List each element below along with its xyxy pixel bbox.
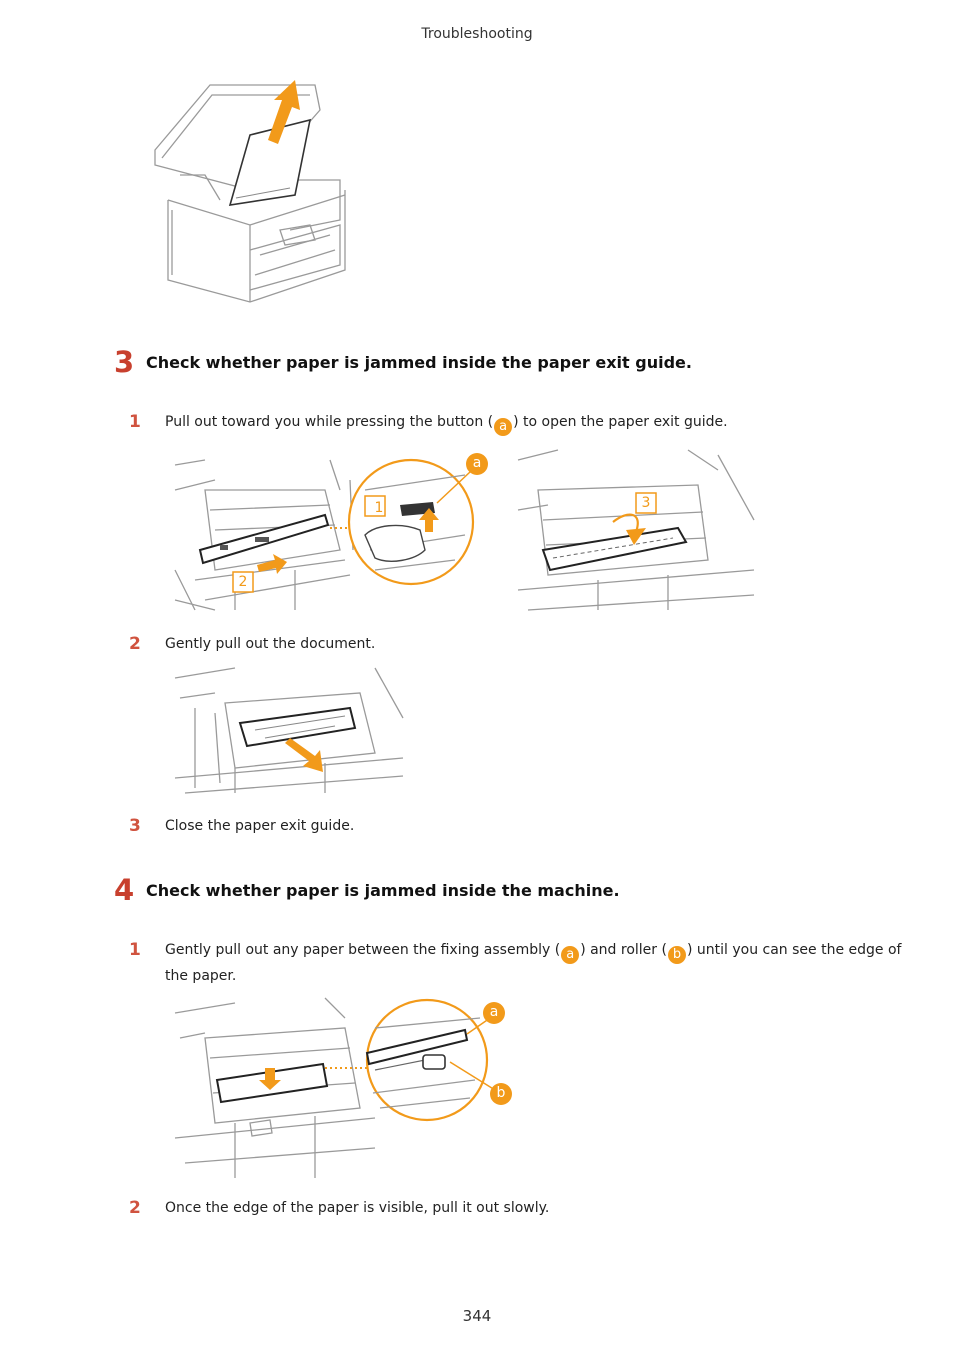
running-header: Troubleshooting: [421, 26, 533, 42]
substep-3-1-text: Pull out toward you while pressing the b…: [165, 410, 728, 436]
substep-3-1-text-after: ) to open the paper exit guide.: [513, 414, 728, 430]
fixing-assembly-badge: a: [561, 946, 580, 964]
substep-3-1-number: 1: [129, 412, 141, 432]
substep-4-1-text: Gently pull out any paper between the fi…: [165, 938, 901, 989]
substep-4-1-text-part1: Gently pull out any paper between the fi…: [165, 942, 561, 958]
roller-badge: b: [667, 946, 686, 964]
callout-a-marker: a: [466, 453, 488, 475]
fixing-assembly-illustration: [174, 997, 496, 1178]
printer-lid-open-illustration: [154, 80, 346, 303]
callout-label-1: 1: [374, 500, 384, 516]
substep-3-3-number: 3: [129, 816, 141, 836]
substep-3-3-text: Close the paper exit guide.: [165, 818, 355, 834]
step-3-number: 3: [114, 345, 135, 379]
step-4-title: Check whether paper is jammed inside the…: [146, 881, 620, 900]
step-4-number: 4: [114, 873, 135, 907]
substep-4-1-text-line2: the paper.: [165, 968, 237, 984]
substep-4-1-text-part2: ) and roller (: [580, 942, 667, 958]
callout-a-badge: a: [494, 418, 513, 436]
pull-document-illustration: [174, 667, 404, 794]
substep-3-2-text: Gently pull out the document.: [165, 636, 376, 652]
substep-4-1-text-part3: ) until you can see the edge of: [686, 942, 902, 958]
substep-4-2-number: 2: [129, 1198, 141, 1218]
substep-3-2-number: 2: [129, 634, 141, 654]
substep-4-1-number: 1: [129, 940, 141, 960]
step-3-title: Check whether paper is jammed inside the…: [146, 353, 692, 372]
callout-label-3: 3: [641, 495, 651, 511]
paper-exit-guide-illustration: [174, 458, 475, 611]
callout-b-marker-roller: b: [490, 1083, 512, 1105]
substep-3-1-text-before: Pull out toward you while pressing the b…: [165, 414, 494, 430]
exit-guide-rotate-illustration: [517, 449, 755, 611]
page-number: 344: [462, 1307, 492, 1325]
substep-4-2-text: Once the edge of the paper is visible, p…: [165, 1200, 550, 1216]
callout-label-2: 2: [238, 574, 248, 590]
callout-a-marker-fixing: a: [483, 1002, 505, 1024]
